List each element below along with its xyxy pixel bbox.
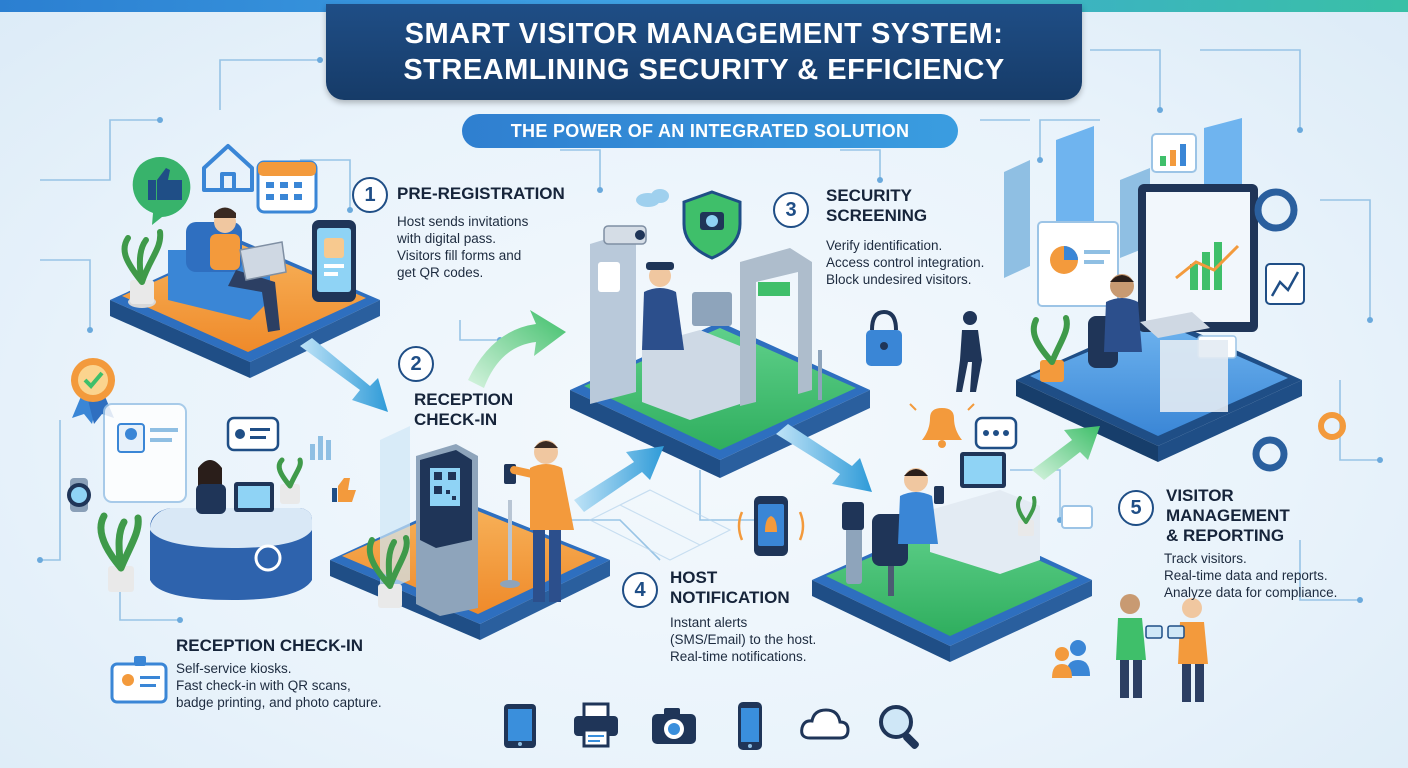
title-banner: SMART VISITOR MANAGEMENT SYSTEM: STREAML… bbox=[326, 4, 1082, 100]
arrow-3-to-4 bbox=[776, 424, 872, 492]
floor-grid bbox=[588, 489, 732, 561]
calendar-icon bbox=[256, 160, 318, 214]
arrow-4-to-5 bbox=[1032, 426, 1100, 480]
step-5-description: Track visitors. Real-time data and repor… bbox=[1164, 550, 1337, 601]
step-3-description: Verify identification. Access control in… bbox=[826, 237, 984, 288]
step-5-line: Track visitors. bbox=[1164, 551, 1247, 566]
cloud-small-icon bbox=[636, 189, 669, 207]
cloud-icon bbox=[800, 708, 850, 740]
chat-bubble-icon bbox=[974, 416, 1018, 450]
step-4-description: Instant alerts (SMS/Email) to the host. … bbox=[670, 614, 816, 665]
step-3-title: SECURITY SCREENING bbox=[826, 186, 927, 226]
house-icon bbox=[202, 144, 254, 192]
walking-person-icon bbox=[956, 311, 982, 392]
step-5-title-line: VISITOR bbox=[1166, 486, 1234, 505]
arrow-1-to-2 bbox=[300, 338, 388, 412]
step-1-title: PRE-REGISTRATION bbox=[397, 184, 565, 203]
chart-card-icon bbox=[1151, 133, 1197, 173]
phone-alert-icon bbox=[737, 496, 805, 556]
platform-security-screening bbox=[570, 225, 870, 478]
users-icon bbox=[1052, 640, 1090, 678]
gear-blue-icon bbox=[1252, 436, 1288, 472]
magnifier-icon bbox=[879, 705, 919, 749]
arrow-2-to-3 bbox=[468, 310, 566, 388]
tablet-icon bbox=[504, 704, 536, 748]
mini-bar-chart-icon bbox=[310, 436, 331, 460]
step-3-number: 3 bbox=[773, 192, 809, 228]
step-5-line: Real-time data and reports. bbox=[1164, 568, 1328, 583]
step-4-line: Instant alerts bbox=[670, 615, 748, 630]
award-badge-icon bbox=[71, 358, 115, 424]
title-line-1: SMART VISITOR MANAGEMENT SYSTEM: bbox=[404, 18, 1004, 50]
platform-reception-check-in bbox=[330, 426, 610, 640]
id-card-icon bbox=[110, 656, 168, 704]
smartphone-icon bbox=[738, 702, 762, 750]
step-1-line: Host sends invitations bbox=[397, 214, 529, 229]
people-group-illustration bbox=[1116, 594, 1208, 702]
thumbs-up-icon bbox=[132, 157, 191, 225]
circuit-lines bbox=[40, 49, 1380, 621]
camera-icon bbox=[652, 708, 696, 744]
step-5-number: 5 bbox=[1118, 490, 1154, 526]
step-5-line: Analyze data for compliance. bbox=[1164, 585, 1338, 600]
reception-panel-line: Fast check-in with QR scans, bbox=[176, 678, 351, 693]
printer-icon bbox=[574, 702, 618, 748]
platform-host-notification bbox=[812, 452, 1092, 662]
line-graph-icon bbox=[1265, 263, 1305, 305]
step-2-number: 2 bbox=[398, 346, 434, 382]
thumbs-up-small-icon bbox=[332, 478, 356, 502]
padlock-icon bbox=[866, 309, 902, 366]
gear-orange-icon bbox=[1318, 412, 1346, 440]
step-3-title-line: SCREENING bbox=[826, 206, 928, 225]
step-4-title-line: NOTIFICATION bbox=[670, 588, 790, 607]
reception-panel-title: RECEPTION CHECK-IN bbox=[176, 636, 364, 655]
title-line-2: STREAMLINING SECURITY & EFFICIENCY bbox=[403, 54, 1005, 86]
sign-icon bbox=[1061, 505, 1093, 529]
platform-visitor-management bbox=[1004, 118, 1305, 462]
step-2-title-line: CHECK-IN bbox=[414, 410, 498, 429]
shield-camera-icon bbox=[682, 190, 742, 260]
step-5-title-line: MANAGEMENT bbox=[1166, 506, 1290, 525]
step-3-line: Block undesired visitors. bbox=[826, 272, 972, 287]
step-5-title-line: & REPORTING bbox=[1166, 526, 1285, 545]
step-4-line: Real-time notifications. bbox=[670, 649, 807, 664]
step-1-line: with digital pass. bbox=[397, 231, 497, 246]
bell-icon bbox=[909, 403, 975, 448]
step-2-title: RECEPTION CHECK-IN bbox=[414, 390, 513, 430]
step-3-title-line: SECURITY bbox=[826, 186, 912, 205]
step-1-line: Visitors fill forms and bbox=[397, 248, 522, 263]
step-2-title-line: RECEPTION bbox=[414, 390, 514, 409]
step-1-number: 1 bbox=[352, 177, 388, 213]
step-3-line: Access control integration. bbox=[826, 255, 985, 270]
step-4-title-line: HOST bbox=[670, 568, 718, 587]
step-1-description: Host sends invitations with digital pass… bbox=[397, 213, 528, 281]
chat-icon bbox=[226, 416, 280, 452]
platform-pre-registration bbox=[110, 207, 380, 378]
reception-panel-description: Self-service kiosks. Fast check-in with … bbox=[176, 660, 382, 711]
step-5-title: VISITOR MANAGEMENT & REPORTING bbox=[1166, 486, 1290, 546]
reception-desk-illustration bbox=[97, 403, 356, 600]
step-3-line: Verify identification. bbox=[826, 238, 943, 253]
reception-panel-line: badge printing, and photo capture. bbox=[176, 695, 382, 710]
subtitle-pill: THE POWER OF AN INTEGRATED SOLUTION bbox=[462, 114, 958, 148]
smartwatch-icon bbox=[67, 478, 91, 512]
flow-arrows bbox=[300, 310, 1100, 512]
step-4-number: 4 bbox=[622, 572, 658, 608]
arrow-kiosk-to-security bbox=[574, 446, 664, 512]
step-4-title: HOST NOTIFICATION bbox=[670, 568, 790, 608]
step-1-line: get QR codes. bbox=[397, 265, 484, 280]
gear-icon bbox=[1254, 188, 1298, 232]
step-4-line: (SMS/Email) to the host. bbox=[670, 632, 817, 647]
reception-panel-line: Self-service kiosks. bbox=[176, 661, 292, 676]
